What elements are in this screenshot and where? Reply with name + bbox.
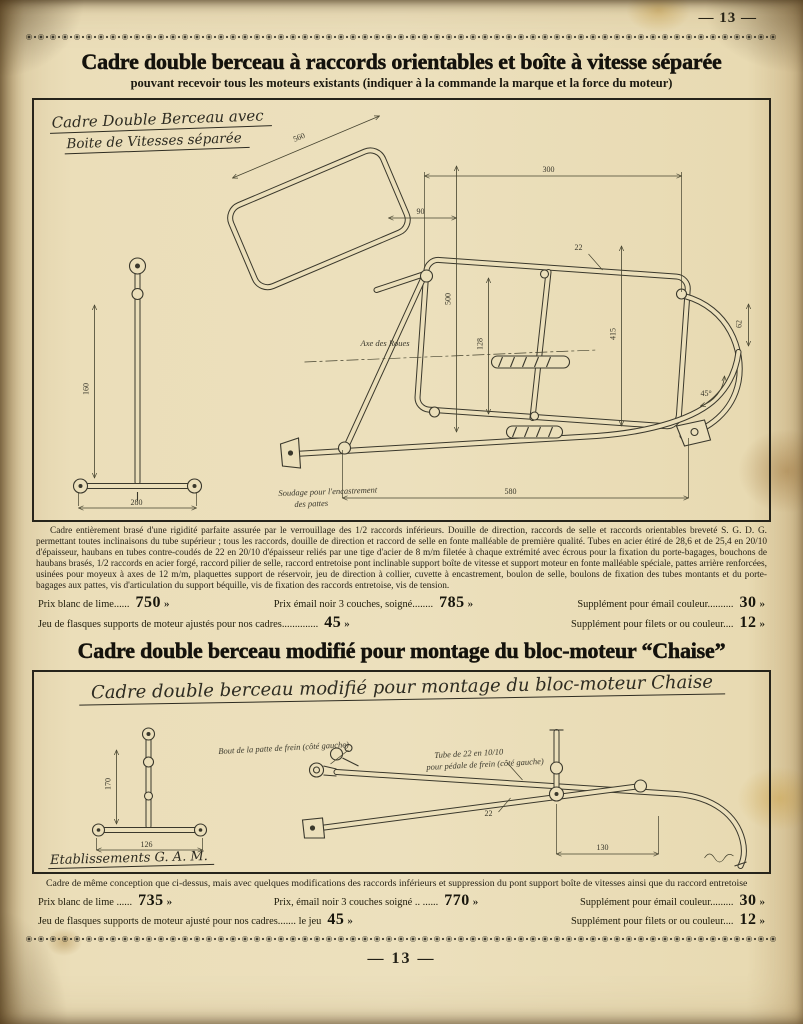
dim-label: 415 [609, 328, 618, 340]
frame-side-view [227, 147, 743, 469]
dim-label: 45° [701, 389, 712, 398]
price-item: Prix émail noir 3 couches, soigné.......… [274, 594, 473, 612]
dim-label: 22 [575, 243, 583, 252]
ornament-border-top [26, 31, 777, 43]
price-label: Supplément pour émail couleur......... [579, 896, 734, 908]
dimension-lines: 560 500 415 580 300 128 90 45° 22 [233, 116, 749, 498]
section1-price-row-1: Prix blanc de lime......750» Prix émail … [38, 594, 765, 613]
section2-description: Cadre de même conception que ci-dessus, … [46, 877, 748, 889]
dim-label: 280 [131, 498, 143, 507]
dim-label: 560 [292, 131, 307, 144]
price-item: Supplément pour émail couleur......... 30… [580, 892, 765, 910]
price-unit: » [472, 895, 479, 908]
price-unit: » [344, 617, 350, 630]
price-item: Supplément pour filets or ou couleur....… [571, 911, 765, 929]
price-item: Prix, émail noir 3 couches soigné .. ...… [274, 892, 479, 910]
price-label: Jeu de flasques supports de moteur ajust… [38, 915, 322, 927]
section1-title: Cadre double berceau à raccords orientab… [81, 49, 722, 74]
section1-price-row-2: Jeu de flasques supports de moteur ajust… [38, 614, 765, 633]
ornament-border-bottom [26, 932, 777, 945]
note-tube: Tube de 22 en 10/10 [434, 746, 504, 760]
price-value: 30 [739, 593, 757, 611]
price-item: Jeu de flasques supports de moteur ajust… [38, 911, 353, 929]
price-item: Jeu de flasques supports de moteur ajust… [38, 614, 350, 632]
page-number-top: — 13 — [698, 10, 757, 26]
price-value: 45 [327, 910, 345, 928]
drawing2-script-title: Cadre double berceau modifié pour montag… [78, 671, 725, 706]
dim-label: 62 [735, 320, 744, 328]
frame-front-view: 160 280 [72, 257, 203, 508]
price-value: 45 [324, 613, 342, 631]
frame-front-view: 170 126 [91, 727, 208, 850]
price-value: 785 [439, 593, 465, 611]
dim-label: 160 [82, 383, 91, 395]
dim-label: 90 [417, 207, 425, 216]
price-unit: » [759, 914, 766, 927]
technical-drawing-frame: 160 280 [72, 100, 769, 520]
dim-label: 22 [485, 809, 493, 818]
price-unit: » [347, 914, 353, 927]
drawing1-script-title: Cadre Double Berceau avec Boite de Vites… [49, 106, 272, 155]
price-unit: » [163, 597, 170, 610]
dimension-lines: 22 130 [485, 797, 659, 854]
page-number-bottom: — 13 — [367, 949, 436, 967]
price-item: Supplément pour filets or ou couleur....… [571, 614, 765, 632]
drawing2-box: Cadre double berceau modifié pour montag… [32, 669, 771, 874]
axis-label: Axe des Roues [360, 338, 411, 348]
section1-description: Cadre entièrement brasé d'une rigidité p… [36, 525, 767, 591]
price-unit: » [759, 895, 765, 908]
dim-label: 130 [597, 843, 609, 852]
price-label: Supplément pour filets or ou couleur.... [571, 915, 734, 927]
dim-label: 580 [505, 487, 517, 496]
technical-drawing-modified-frame: 170 126 [91, 727, 747, 869]
price-item: Prix blanc de lime...... 750» [38, 594, 169, 612]
section2-price-row-2: Jeu de flasques supports de moteur ajust… [38, 911, 765, 929]
section2-title: Cadre double berceau modifié pour montag… [77, 637, 726, 663]
price-item: Supplément pour émail couleur.......... 3… [577, 594, 765, 612]
price-label: Prix, émail noir 3 couches soigné .. ...… [273, 896, 439, 908]
dim-label: 170 [104, 778, 113, 790]
price-unit: » [759, 597, 766, 610]
price-value: 30 [739, 891, 757, 909]
price-label: Supplément pour émail couleur.......... [577, 598, 734, 610]
price-label: Prix blanc de lime ...... [38, 896, 133, 908]
price-unit: » [467, 597, 474, 610]
dim-label: 126 [141, 840, 153, 849]
drawing1-box: Cadre Double Berceau avec Boite de Vites… [32, 97, 771, 522]
handwritten-note: Soudage pour l'encastrement des pattes [278, 484, 378, 508]
dim-label: 300 [543, 165, 555, 174]
price-unit: » [759, 617, 766, 630]
price-value: 12 [739, 910, 757, 928]
signature-mark [704, 853, 734, 863]
section1-subtitle: pouvant recevoir tous les moteurs exista… [130, 75, 673, 90]
price-label: Prix blanc de lime...... [38, 598, 130, 610]
price-value: 735 [138, 891, 164, 909]
svg-text:des pattes: des pattes [294, 498, 329, 509]
price-label: Supplément pour filets or ou couleur.... [571, 618, 734, 630]
price-item: Prix blanc de lime ...... 735» [38, 892, 172, 910]
note-brake-lug: Bout de la patte de frein (côté gauche) [218, 739, 349, 756]
frame-tubes [301, 728, 747, 869]
svg-text:Soudage pour l'encastrement: Soudage pour l'encastrement [278, 484, 378, 497]
dim-label: 500 [444, 293, 453, 305]
price-unit: » [166, 895, 173, 908]
price-value: 12 [739, 613, 757, 631]
price-value: 750 [135, 593, 161, 611]
dim-label: 128 [476, 338, 485, 350]
price-label: Jeu de flasques supports de moteur ajust… [38, 618, 319, 630]
price-label: Prix émail noir 3 couches, soigné.......… [273, 598, 434, 610]
price-value: 770 [444, 891, 470, 909]
section2-price-row-1: Prix blanc de lime ......735» Prix, émai… [38, 892, 765, 910]
